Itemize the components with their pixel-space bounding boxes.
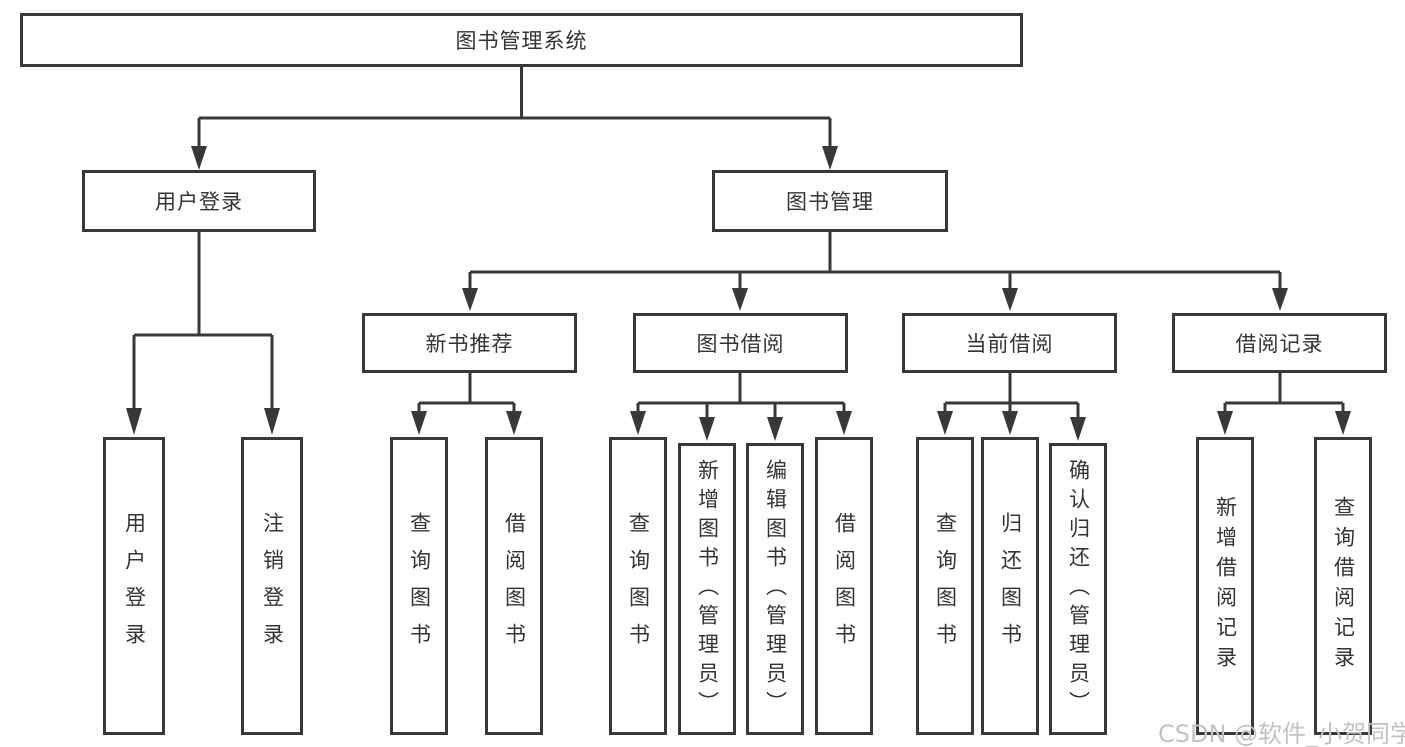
node-label: 图书借阅: [696, 332, 785, 356]
leaf-edit-books-admin: 编辑图书（管理员）: [746, 443, 804, 735]
node-label: 图书管理: [786, 190, 874, 214]
node-label: 借阅记录: [1235, 332, 1324, 356]
node-label: 新书推荐: [425, 332, 514, 356]
node-book-borrowing: 图书借阅: [633, 313, 848, 373]
leaf-label: 借阅图书: [502, 512, 527, 660]
leaf-add-borrow-record: 新增借阅记录: [1196, 437, 1254, 735]
leaf-label: 归还图书: [998, 512, 1023, 660]
leaf-label: 注销登录: [260, 512, 285, 660]
leaf-label: 新增图书（管理员）: [695, 458, 720, 720]
leaf-query-borrow-record: 查询借阅记录: [1314, 437, 1372, 735]
leaf-label: 新增借阅记录: [1213, 496, 1238, 676]
leaf-query-books: 查询图书: [609, 437, 667, 735]
leaf-label: 查询图书: [933, 512, 958, 660]
node-new-book-recommendation: 新书推荐: [362, 313, 577, 373]
leaf-borrow-books: 借阅图书: [815, 437, 873, 735]
leaf-label: 用户登录: [122, 512, 147, 660]
leaf-label: 借阅图书: [832, 512, 857, 660]
leaf-label: 查询借阅记录: [1331, 496, 1356, 676]
leaf-confirm-return-admin: 确认归还（管理员）: [1049, 443, 1107, 735]
node-label: 当前借阅: [965, 332, 1054, 356]
leaf-borrow-books: 借阅图书: [485, 437, 543, 735]
arrowheads: [126, 146, 1351, 441]
leaf-query-books: 查询图书: [390, 437, 448, 735]
leaf-query-books: 查询图书: [916, 437, 974, 735]
leaf-label: 查询图书: [407, 512, 432, 660]
node-label: 用户登录: [155, 190, 243, 214]
node-borrowing-records: 借阅记录: [1172, 313, 1387, 373]
leaf-return-books: 归还图书: [981, 437, 1039, 735]
csdn-watermark: CSDN @软件_小贺同学: [1158, 720, 1405, 747]
leaf-add-books-admin: 新增图书（管理员）: [678, 443, 736, 735]
node-label: 图书管理系统: [455, 29, 588, 53]
leaf-logout: 注销登录: [241, 437, 303, 735]
leaf-label: 编辑图书（管理员）: [763, 458, 788, 720]
leaf-label: 确认归还（管理员）: [1066, 458, 1091, 720]
node-book-management: 图书管理: [712, 170, 948, 232]
node-current-borrowing: 当前借阅: [902, 313, 1117, 373]
node-user-login: 用户登录: [82, 170, 316, 232]
leaf-user-login: 用户登录: [103, 437, 165, 735]
node-library-management-system: 图书管理系统: [20, 13, 1023, 67]
leaf-label: 查询图书: [626, 512, 651, 660]
